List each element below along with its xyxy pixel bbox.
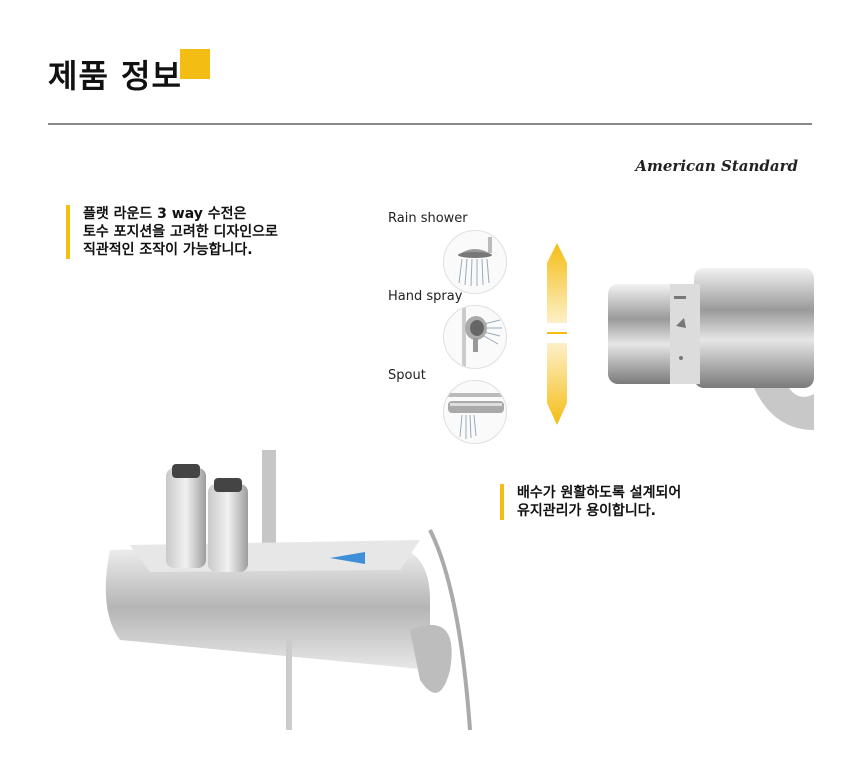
mode-label-spout: Spout: [388, 368, 426, 383]
spout-icon: [443, 380, 507, 444]
page-title: 제품 정보: [48, 57, 182, 95]
hand-spray-icon: [443, 305, 507, 369]
rain-shower-icon: [443, 230, 507, 294]
callout-line: 배수가 원활하도록 설계되어: [517, 485, 682, 501]
shower-faucet-illustration: [105, 450, 472, 730]
brand-logo: American Standard: [635, 157, 798, 175]
diverter-valve-illustration: [608, 268, 814, 430]
selector-arrow-icon: [547, 243, 567, 425]
callout-line: 유지관리가 용이합니다.: [517, 503, 656, 519]
callout-drainage: 배수가 원활하도록 설계되어 유지관리가 용이합니다.: [500, 484, 681, 520]
callout-line: 직관적인 조작이 가능합니다.: [83, 242, 253, 258]
callout-line: 플랫 라운드 3 way 수전은: [83, 206, 247, 222]
mode-label-rain-shower: Rain shower: [388, 211, 468, 226]
callout-design: 플랫 라운드 3 way 수전은 토수 포지션을 고려한 디자인으로 직관적인 …: [66, 205, 278, 259]
page-header: 제품 정보: [48, 49, 210, 100]
title-divider: [48, 123, 812, 125]
title-accent-square: [180, 49, 210, 79]
mode-label-hand-spray: Hand spray: [388, 289, 463, 304]
callout-line: 토수 포지션을 고려한 디자인으로: [83, 224, 278, 240]
